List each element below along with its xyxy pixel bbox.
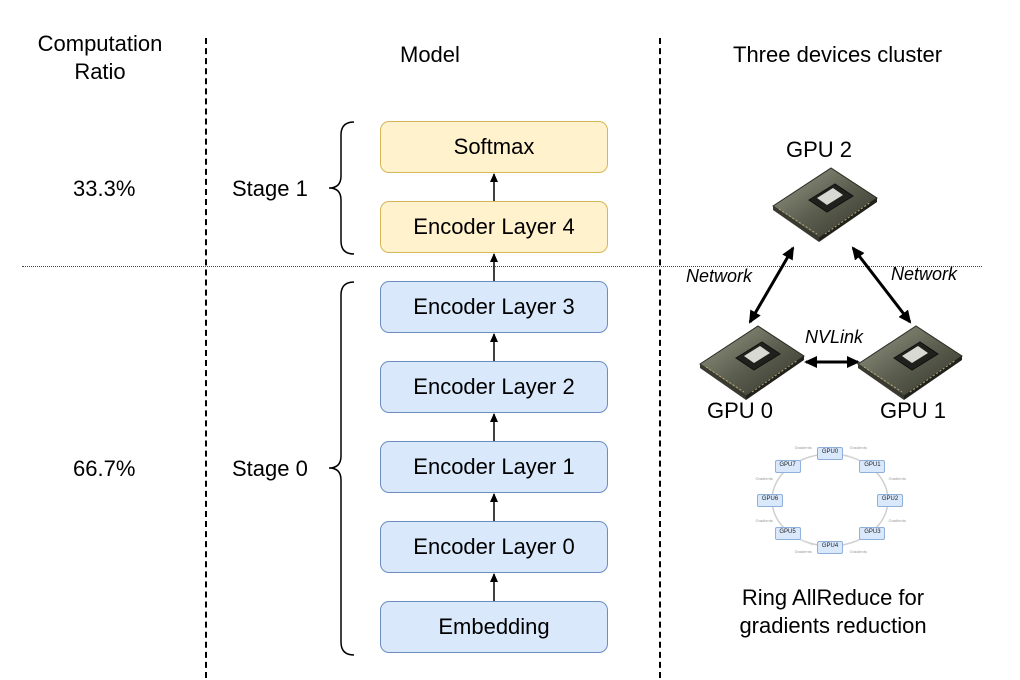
ring-node: GPU5 — [774, 526, 801, 540]
ring-edge-label: Gradients — [794, 548, 812, 554]
stage1-brace — [328, 121, 355, 255]
ring-edge-label: Gradients — [755, 475, 773, 481]
column-divider-left — [205, 38, 207, 678]
ring-edge-label: Gradients — [888, 518, 906, 524]
ring-caption-line2: gradients reduction — [739, 613, 927, 638]
ratio-header: Computation Ratio — [20, 30, 180, 86]
ring-node: GPU7 — [774, 460, 801, 474]
stage0-brace — [328, 281, 355, 656]
network-link-right — [851, 246, 912, 324]
encoder-layer-1-box: Encoder Layer 1 — [380, 441, 608, 493]
stage0-label: Stage 0 — [232, 456, 308, 481]
ring-node: GPU1 — [859, 460, 886, 474]
embedding-label: Embedding — [438, 614, 550, 639]
network-left-label: Network — [686, 266, 753, 286]
ring-caption-line1: Ring AllReduce for — [741, 585, 925, 610]
ring-node: GPU2 — [877, 493, 903, 507]
ring-edge-label: Gradients — [794, 445, 812, 451]
gpu0-label: GPU 0 — [707, 398, 774, 423]
column-divider-right — [659, 38, 661, 678]
ring-edge-label: Gradients — [888, 475, 906, 481]
ratio-header-line1: Computation — [37, 31, 163, 56]
stage-boundary-line — [22, 266, 982, 267]
ratio-header-line2: Ratio — [74, 59, 126, 84]
network-right-label: Network — [891, 264, 958, 284]
network-link-left — [748, 246, 795, 324]
encoder-layer-4-label: Encoder Layer 4 — [413, 214, 575, 239]
softmax-box: Softmax — [380, 121, 608, 173]
encoder-layer-3-box: Encoder Layer 3 — [380, 281, 608, 333]
softmax-label: Softmax — [453, 134, 535, 159]
encoder-layer-3-label: Encoder Layer 3 — [413, 294, 575, 319]
gpu1-chip-image — [857, 325, 963, 401]
model-header: Model — [400, 42, 460, 67]
ring-edge-label: Gradients — [849, 445, 867, 451]
encoder-layer-0-label: Encoder Layer 0 — [413, 534, 575, 559]
stage1-ratio: 33.3% — [73, 176, 136, 201]
ring-node: GPU6 — [757, 493, 783, 507]
stage1-label: Stage 1 — [232, 176, 308, 201]
encoder-layer-2-box: Encoder Layer 2 — [380, 361, 608, 413]
cluster-header: Three devices cluster — [733, 42, 943, 67]
encoder-layer-0-box: Encoder Layer 0 — [380, 521, 608, 573]
stage0-ratio: 66.7% — [73, 456, 136, 481]
ring-node: GPU0 — [817, 446, 843, 460]
encoder-layer-2-label: Encoder Layer 2 — [413, 374, 575, 399]
gpu0-chip-image — [699, 325, 805, 401]
encoder-layer-1-label: Encoder Layer 1 — [413, 454, 575, 479]
ring-node: GPU3 — [859, 526, 886, 540]
ring-node: GPU4 — [817, 540, 843, 554]
encoder-layer-4-box: Encoder Layer 4 — [380, 201, 608, 253]
embedding-box: Embedding — [380, 601, 608, 653]
gpu1-label: GPU 1 — [880, 398, 947, 423]
ring-edge-label: Gradients — [755, 518, 773, 524]
gpu2-chip-image — [772, 167, 878, 243]
nvlink-label: NVLink — [805, 327, 864, 347]
gpu2-label: GPU 2 — [786, 137, 853, 162]
ring-caption: Ring AllReduce for gradients reduction — [700, 584, 966, 640]
ring-edge-label: Gradients — [849, 548, 867, 554]
